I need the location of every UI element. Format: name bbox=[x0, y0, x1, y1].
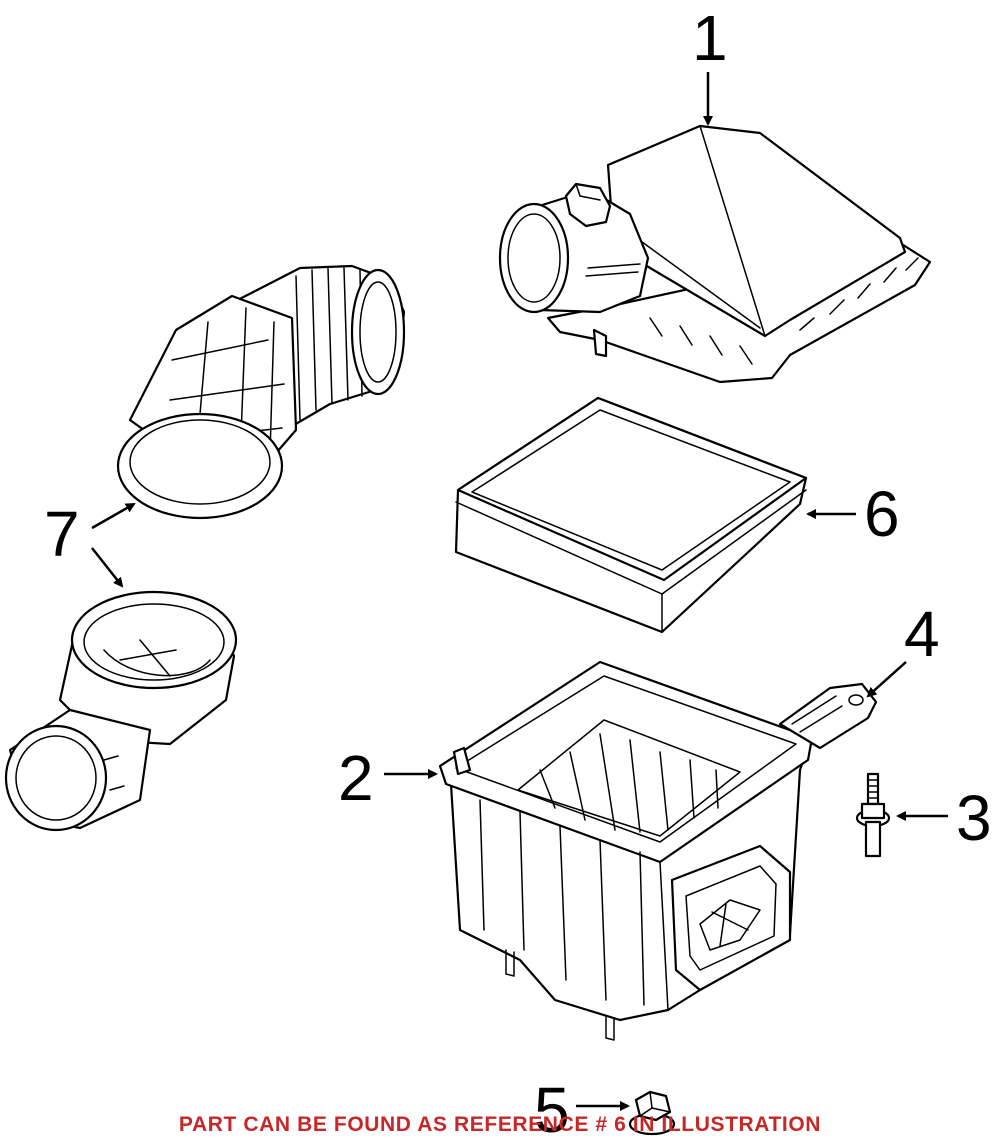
callout-5: 5 bbox=[534, 1074, 570, 1145]
callout-2: 2 bbox=[338, 742, 374, 814]
callout-3: 3 bbox=[956, 782, 992, 854]
arrow-4 bbox=[866, 661, 907, 698]
callout-7: 7 bbox=[44, 498, 80, 570]
callout-6: 6 bbox=[864, 478, 900, 550]
reference-note: PART CAN BE FOUND AS REFERENCE # 6 IN IL… bbox=[178, 1113, 822, 1136]
arrow-7a bbox=[91, 502, 136, 530]
mounting-bracket[interactable] bbox=[778, 682, 878, 750]
callout-labels: 1 6 4 2 3 7 5 bbox=[44, 2, 992, 1145]
air-duct-upper[interactable] bbox=[116, 264, 406, 520]
mounting-bolt[interactable] bbox=[855, 772, 891, 858]
air-duct-lower[interactable] bbox=[4, 590, 238, 832]
nut[interactable] bbox=[628, 1090, 676, 1136]
callout-4: 4 bbox=[904, 598, 940, 670]
air-cleaner-box[interactable] bbox=[438, 660, 814, 1041]
arrow-7b bbox=[91, 547, 124, 588]
air-filter-element[interactable] bbox=[454, 396, 808, 634]
callout-1: 1 bbox=[692, 2, 728, 74]
air-cleaner-cover[interactable] bbox=[498, 124, 932, 384]
callout-arrows bbox=[91, 72, 948, 1111]
